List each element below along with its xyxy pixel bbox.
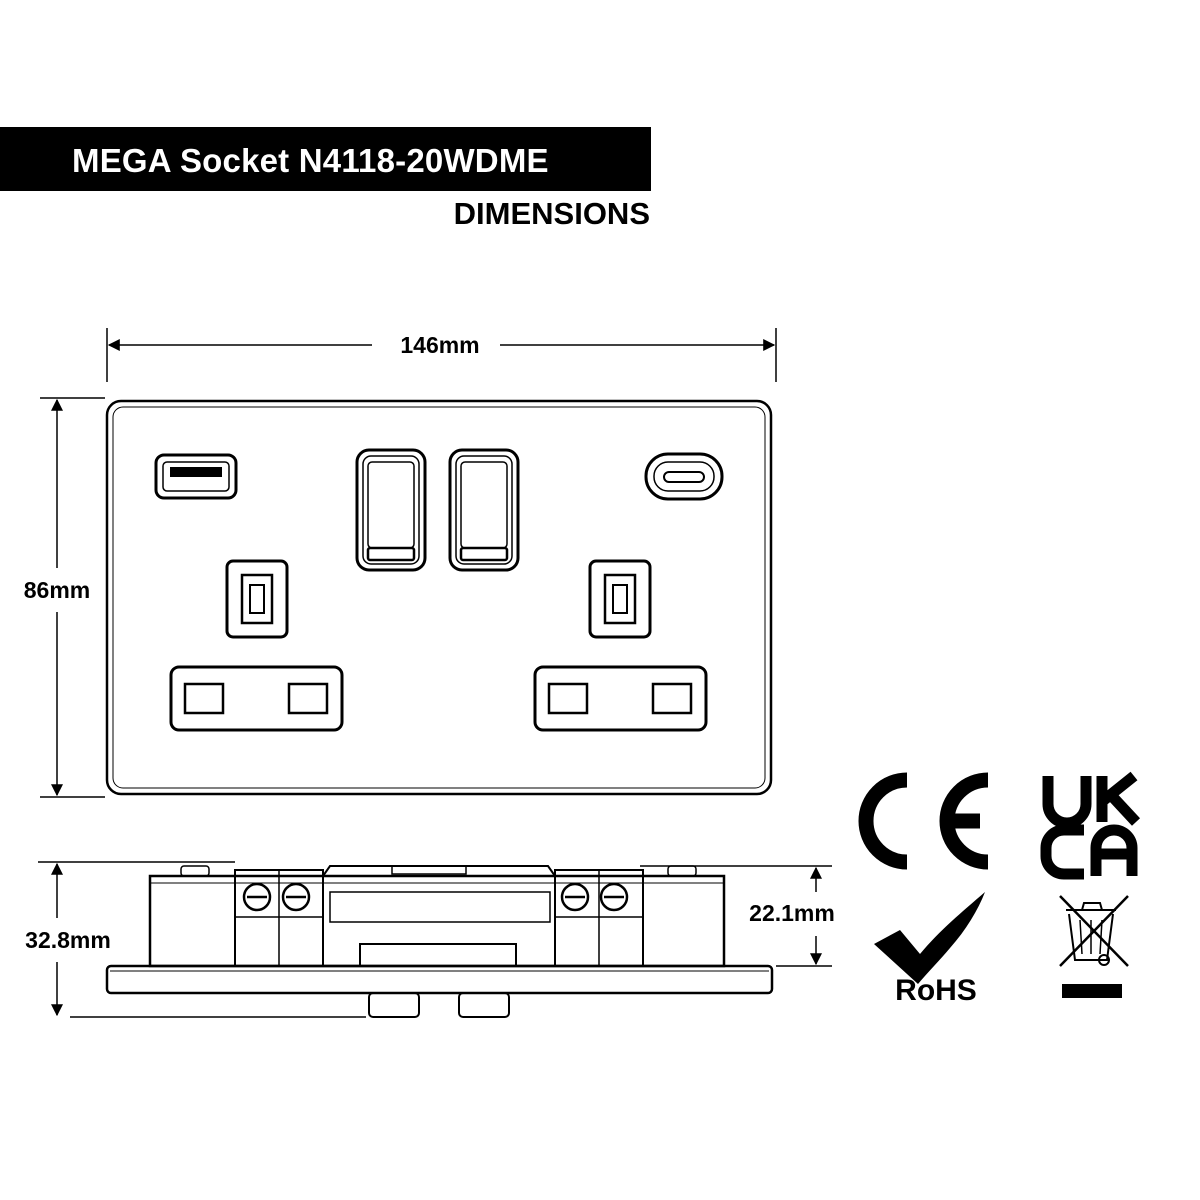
rohs-mark-icon: RoHS — [874, 892, 985, 1007]
box-depth-dimension: 22.1mm — [640, 865, 835, 967]
usb-a-port — [154, 453, 238, 500]
width-label: 146mm — [400, 332, 479, 358]
box-depth-label: 22.1mm — [749, 900, 835, 926]
height-dimension: 86mm — [24, 397, 105, 798]
title-bar — [0, 127, 651, 191]
socket-side-view — [105, 865, 774, 1018]
switch-left — [355, 448, 427, 572]
page-subtitle: DIMENSIONS — [453, 196, 650, 231]
socket-right — [533, 559, 708, 732]
ukca-mark-icon — [1040, 771, 1141, 880]
switch-right — [448, 448, 520, 572]
page-title: MEGA Socket N4118-20WDME — [72, 142, 549, 179]
total-depth-label: 32.8mm — [25, 927, 111, 953]
usb-c-port — [644, 452, 724, 501]
socket-front-view — [105, 399, 773, 796]
total-depth-dimension: 32.8mm — [25, 861, 366, 1018]
rohs-label: RoHS — [895, 974, 977, 1007]
width-dimension: 146mm — [106, 328, 777, 382]
socket-left — [169, 559, 344, 732]
height-label: 86mm — [24, 577, 90, 603]
weee-crossed-bin-icon — [1059, 895, 1129, 998]
ce-mark-icon — [858, 772, 989, 870]
terminal-screws — [242, 882, 629, 912]
